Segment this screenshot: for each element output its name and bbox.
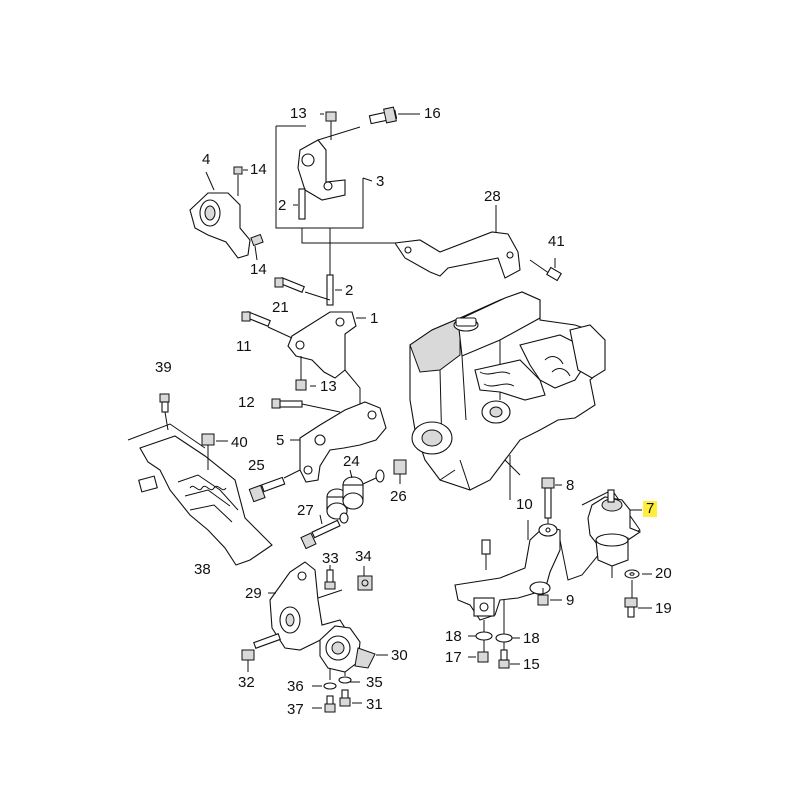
stud-2-upper — [293, 188, 306, 220]
callout-30: 30 — [391, 647, 408, 664]
callout-41: 41 — [548, 233, 565, 250]
mount-4 — [189, 192, 251, 259]
bracket-10 — [454, 525, 561, 621]
bracket-10-group — [454, 520, 561, 621]
bushing-group — [248, 459, 407, 550]
callout-26: 26 — [390, 488, 407, 505]
callout-21: 21 — [272, 299, 289, 316]
heat-shield-38 — [139, 435, 273, 566]
mount-29-30-group — [241, 561, 388, 713]
callout-39: 39 — [155, 359, 172, 376]
bracket-5 — [299, 401, 387, 483]
callout-28: 28 — [484, 188, 501, 205]
engine-block — [409, 291, 606, 500]
callout-13-top: 13 — [290, 105, 307, 122]
callout-18-left: 18 — [445, 628, 462, 645]
callout-32: 32 — [238, 674, 255, 691]
callout-36: 36 — [287, 678, 304, 695]
callout-2-upper: 2 — [278, 197, 287, 214]
washer-nut-group — [468, 600, 520, 669]
callout-34: 34 — [355, 548, 372, 565]
callout-13-lower: 13 — [320, 378, 337, 395]
callout-25: 25 — [248, 457, 265, 474]
callout-27: 27 — [297, 502, 314, 519]
callout-35: 35 — [366, 674, 383, 691]
bolt-16 — [368, 106, 420, 125]
callout-38: 38 — [194, 561, 211, 578]
callout-12: 12 — [238, 394, 255, 411]
callout-20: 20 — [655, 565, 672, 582]
callout-11: 11 — [236, 338, 252, 355]
callout-19: 19 — [655, 600, 672, 617]
callout-37: 37 — [287, 701, 304, 718]
callout-29: 29 — [245, 585, 262, 602]
heat-shield-38-group — [127, 393, 273, 566]
callout-7: 7 — [643, 501, 658, 517]
callout-14-lower: 14 — [250, 261, 267, 278]
bracket-28-group — [394, 205, 562, 282]
callout-40: 40 — [231, 434, 248, 451]
callout-15: 15 — [523, 656, 540, 673]
bracket-3-group — [275, 106, 420, 275]
bolt-19-group — [624, 569, 652, 618]
callout-31: 31 — [366, 696, 383, 713]
bracket-1 — [287, 311, 357, 379]
bracket-5-group — [271, 398, 387, 483]
callout-1: 1 — [370, 310, 379, 327]
callout-8: 8 — [566, 477, 575, 494]
mount-4-group — [189, 166, 264, 261]
callout-24: 24 — [343, 453, 360, 470]
callout-18-right: 18 — [523, 630, 540, 647]
bracket-28 — [394, 231, 521, 279]
callout-14-upper: 14 — [250, 161, 267, 178]
bolt-8-group — [537, 477, 562, 606]
bracket-1-group — [241, 274, 366, 408]
callout-10: 10 — [516, 496, 533, 513]
callout-9: 9 — [566, 592, 575, 609]
mount-7-group — [559, 489, 642, 581]
callout-5: 5 — [276, 432, 285, 449]
callout-17: 17 — [445, 649, 462, 666]
nut-13-top — [320, 111, 337, 140]
callout-4: 4 — [202, 151, 211, 168]
callout-33: 33 — [322, 550, 339, 567]
callout-16: 16 — [424, 105, 441, 122]
callout-2-lower: 2 — [345, 282, 354, 299]
callout-3: 3 — [376, 173, 385, 190]
